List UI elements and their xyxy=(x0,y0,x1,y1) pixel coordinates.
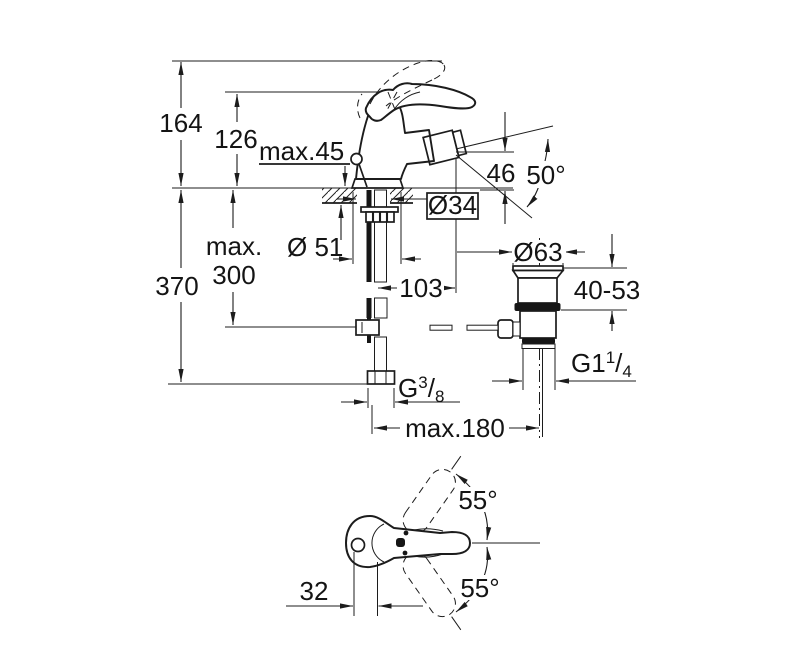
label-4053: 40-53 xyxy=(574,275,641,305)
lever-position-lower xyxy=(402,552,456,618)
label-55-bottom: 55° xyxy=(460,573,499,603)
lever-axis-ext-upper xyxy=(451,455,462,470)
label-max300-line2: 300 xyxy=(212,260,255,290)
popup-linkage-rod-mid xyxy=(429,324,453,331)
popup-knob-stem xyxy=(358,163,368,188)
aerator-axis-lower-line xyxy=(455,154,533,219)
screw-dot-top xyxy=(403,530,409,536)
label-o51: Ø 51 xyxy=(287,232,343,262)
deck-section-left xyxy=(322,188,357,203)
waste-body xyxy=(519,310,557,339)
o34-boxed-dimension: Ø34 xyxy=(426,190,479,220)
below-deck-assembly xyxy=(355,188,399,385)
g114-sub: 4 xyxy=(622,362,631,381)
label-370: 370 xyxy=(155,271,198,301)
waste-upper-seal xyxy=(514,303,561,311)
g114-base: G1 xyxy=(571,348,606,378)
label-bg-50deg xyxy=(522,161,572,188)
g38-sup: 3 xyxy=(418,373,427,392)
lever-raised-tip xyxy=(431,64,446,81)
lever-detail-line xyxy=(393,91,421,111)
lever-swivel-upper-dashed xyxy=(402,455,462,534)
dimension-graphics xyxy=(178,62,636,434)
faucet-front-view xyxy=(350,60,477,189)
label-bg-max180 xyxy=(402,416,508,440)
g38-slash: / xyxy=(428,373,436,403)
label-g114: G11/4 xyxy=(571,348,632,381)
label-32: 32 xyxy=(300,576,329,606)
label-bg-164 xyxy=(158,110,204,138)
supply-end-nut xyxy=(366,370,396,385)
popup-rod-mid xyxy=(366,298,372,318)
lever-edge-mark-bottom xyxy=(413,553,444,558)
waste-neck xyxy=(517,277,558,304)
supply-hose-mid xyxy=(374,297,388,319)
faucet-base-escutcheon xyxy=(350,178,405,189)
lever-pivot-dash-1 xyxy=(357,93,363,119)
lever-pivot-dash-2 xyxy=(387,91,397,113)
label-bg-103 xyxy=(398,276,444,300)
lever-axis-ext-lower xyxy=(451,616,462,631)
aerator-ball-joint xyxy=(422,129,468,166)
lever-edge-mark-top xyxy=(413,528,444,532)
o34-box xyxy=(426,192,479,220)
label-o34: Ø34 xyxy=(428,190,477,220)
popup-pull-knob xyxy=(350,152,363,166)
label-o63: Ø63 xyxy=(513,237,562,267)
label-103: 103 xyxy=(399,273,442,303)
label-126: 126 xyxy=(214,124,257,154)
popup-waste-assembly xyxy=(429,238,565,438)
top-view xyxy=(286,455,540,631)
waste-flange-taper xyxy=(511,269,565,279)
label-g38: G3/8 xyxy=(398,373,444,406)
label-50deg: 50° xyxy=(526,160,565,190)
label-bg-370 xyxy=(154,272,200,300)
waste-rod-knob xyxy=(497,319,514,339)
lever-raised-dashed xyxy=(357,60,446,119)
label-55-top: 55° xyxy=(458,485,497,515)
screw-dot-bottom xyxy=(402,550,408,556)
lever-position-upper xyxy=(402,468,456,534)
waste-knob-step xyxy=(512,321,521,337)
label-max300-line1: max. xyxy=(206,231,262,261)
popup-linkage-rod-right xyxy=(466,324,499,331)
hole-clearance xyxy=(357,188,390,203)
g114-slash: / xyxy=(615,348,623,378)
aerator-end-cap xyxy=(451,129,468,157)
supply-hose-lower xyxy=(374,336,387,372)
popup-knob-top-view xyxy=(350,537,366,553)
label-bg-126 xyxy=(214,125,258,152)
lever-swivel-lower-dashed xyxy=(402,552,462,631)
label-bg-55-top xyxy=(455,487,503,512)
lever-solid xyxy=(364,82,477,122)
g38-base: G xyxy=(398,373,418,403)
lever-raised-top-edge xyxy=(369,60,445,105)
labels: 164 126 max.45 370 max. 300 Ø 51 103 Ø34… xyxy=(154,108,640,606)
g38-sub: 8 xyxy=(435,387,444,406)
label-164: 164 xyxy=(159,108,202,138)
label-46: 46 xyxy=(487,158,516,188)
rod-clamp xyxy=(355,319,380,336)
label-bg-o63 xyxy=(512,240,566,263)
threaded-shank-hose-upper xyxy=(374,189,387,283)
g114-sup: 1 xyxy=(606,348,615,367)
popup-rod-upper xyxy=(366,190,372,282)
cartridge-crescent xyxy=(371,523,385,563)
top-view-body-outline xyxy=(345,515,471,569)
cartridge-slot xyxy=(396,538,405,547)
label-bg-55-bottom xyxy=(457,575,505,600)
lever-raised-bottom-edge xyxy=(385,79,433,107)
label-max45: max.45 xyxy=(259,136,344,166)
label-bg-max300 xyxy=(206,232,262,288)
label-max180: max.180 xyxy=(405,413,505,443)
waste-lower-seal xyxy=(522,338,555,344)
lever-pivot-dash-3 xyxy=(385,91,398,113)
waste-tailpipe-collar xyxy=(521,343,556,349)
